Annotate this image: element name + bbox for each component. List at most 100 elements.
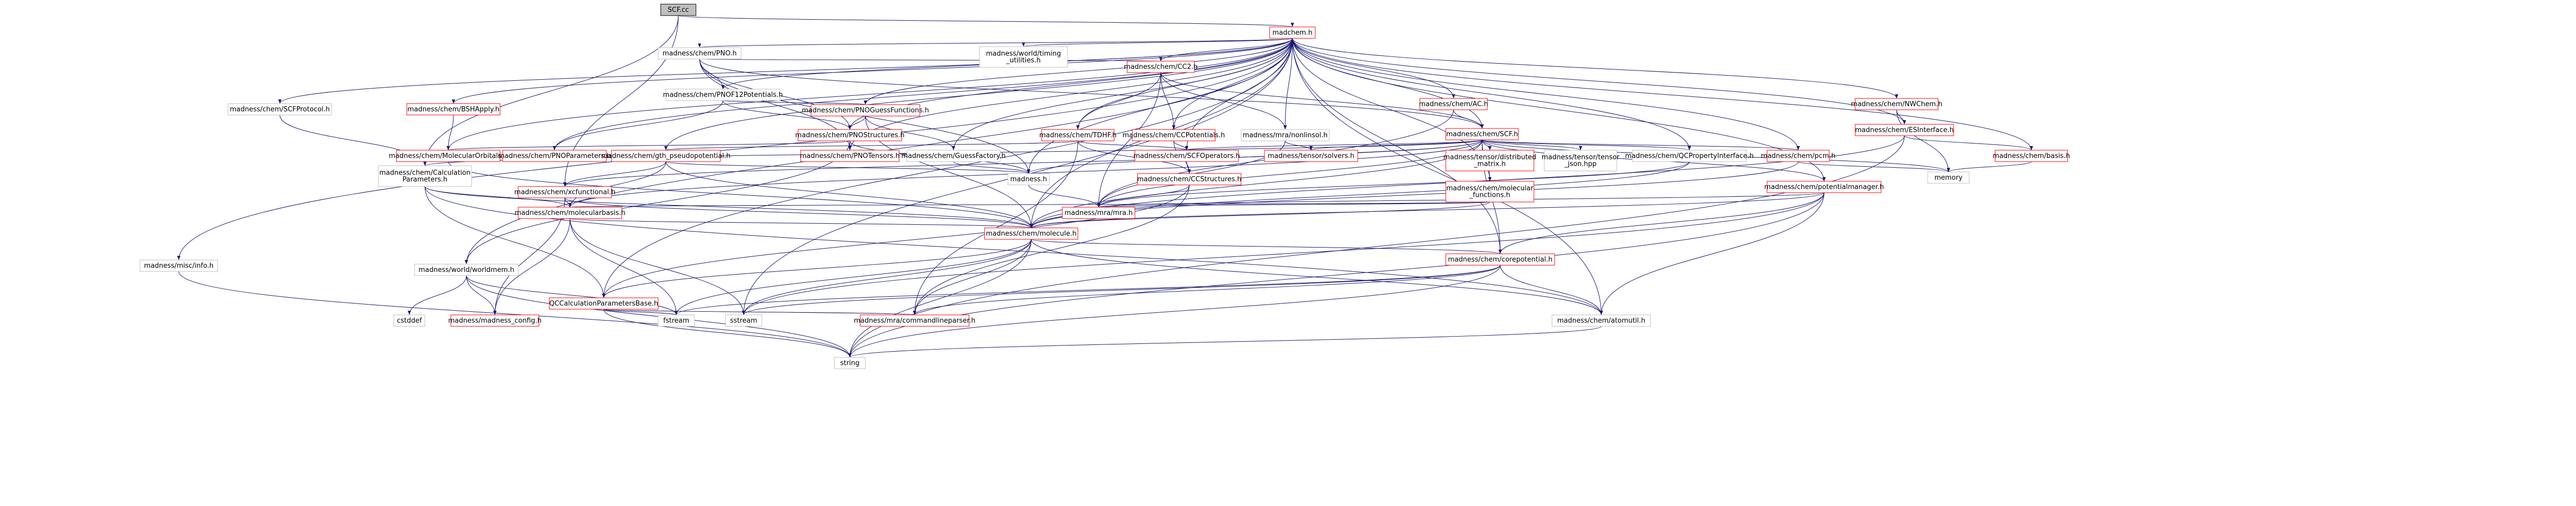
- edge-cc2-ccpot: [1160, 72, 1176, 130]
- node-xcfunc[interactable]: madness/chem/xcfunctional.h: [514, 186, 616, 198]
- node-mra[interactable]: madness/mra/mra.h: [1062, 207, 1135, 219]
- node-molbasis[interactable]: madness/chem/molecularbasis.h: [515, 207, 625, 219]
- node-basis[interactable]: madness/chem/basis.h: [1993, 150, 2070, 162]
- node-scfproto[interactable]: madness/chem/SCFProtocol.h: [227, 103, 332, 115]
- node-box: [1544, 150, 1617, 171]
- node-pcm[interactable]: madness/chem/pcm.h: [1761, 150, 1835, 162]
- node-pno-h[interactable]: madness/chem/PNO.h: [658, 47, 742, 60]
- node-memory[interactable]: memory: [1927, 171, 1970, 184]
- edge-chem_h-qccalc: [602, 38, 1293, 298]
- node-esinterface[interactable]: madness/chem/ESInterface.h: [1855, 124, 1954, 136]
- edge-chem_h-corepot: [1292, 38, 1502, 254]
- edge-gth-xcfunc: [563, 161, 666, 187]
- node-pnoguess[interactable]: madness/chem/PNOGuessFunctions.h: [802, 104, 929, 117]
- node-box: [984, 227, 1078, 240]
- node-sstream[interactable]: sstream: [725, 314, 762, 327]
- node-box: [834, 357, 866, 369]
- node-ac-h[interactable]: madness/chem/AC.h: [1419, 98, 1488, 110]
- edge-potmgr-string: [848, 192, 1825, 358]
- node-box: [611, 150, 721, 162]
- node-bshapply[interactable]: madness/chem/BSHApply.h: [406, 103, 501, 115]
- edge-chem_h-cc2: [1159, 38, 1293, 62]
- include-nodes: SCF.ccmadchem.hmadness/world/timing_util…: [139, 4, 2070, 369]
- node-pnoparam[interactable]: madness/chem/PNOParameters.h: [498, 150, 611, 162]
- node-atomutil[interactable]: madness/chem/atomutil.h: [1552, 314, 1651, 327]
- node-label: madness/chem/ESInterface.h: [1855, 126, 1954, 134]
- node-fstream[interactable]: fstream: [658, 314, 695, 327]
- edge-tdhf-gth: [664, 140, 1078, 151]
- node-box: [139, 259, 218, 272]
- node-box: [518, 186, 612, 198]
- edge-pnof12-pnostruct: [722, 100, 852, 130]
- node-guessfac[interactable]: madness/chem/GuessFactory.h: [901, 150, 1006, 162]
- node-tensorjson[interactable]: madness/tensor/tensor_json.hpp: [1542, 150, 1620, 171]
- node-potmgr[interactable]: madness/chem/potentialmanager.h: [1764, 181, 1884, 193]
- node-nemotool[interactable]: madness/mra/nonlinsol.h: [1241, 129, 1330, 141]
- node-box: [1632, 150, 1747, 162]
- node-box: [1137, 173, 1242, 185]
- edge-chem_h-bshapply: [452, 38, 1293, 104]
- node-scfops[interactable]: madness/chem/SCFOperators.h: [1133, 150, 1240, 162]
- edge-scf_cc-chem_h: [678, 15, 1294, 27]
- node-label: madchem.h: [1272, 29, 1312, 37]
- edge-molecule-sstream: [742, 239, 1032, 315]
- node-nwchem[interactable]: madness/chem/NWChem.h: [1851, 98, 1942, 110]
- edge-gth-molbasis: [568, 161, 666, 208]
- edge-nwchem-memory: [1896, 109, 1951, 172]
- node-box: [1445, 128, 1519, 140]
- node-config[interactable]: madness/madness_config.h: [448, 314, 542, 327]
- node-misc-info[interactable]: madness/misc/info.h: [139, 259, 218, 272]
- node-label: madness/chem/corepotential.h: [1448, 256, 1553, 264]
- node-box: [1062, 207, 1135, 219]
- node-cstddef[interactable]: cstddef: [393, 314, 425, 327]
- node-label: memory: [1934, 174, 1963, 182]
- node-string[interactable]: string: [834, 357, 866, 369]
- node-box: [1445, 181, 1534, 203]
- node-tdhf[interactable]: madness/chem/TDHF.h: [1040, 129, 1117, 141]
- node-label: madness/chem/PNOGuessFunctions.h: [802, 107, 929, 114]
- edge-worldmem-fstream: [466, 275, 678, 315]
- node-corepot[interactable]: madness/chem/corepotential.h: [1445, 253, 1555, 266]
- node-label: madness/chem/MolecularOrbitals.h: [389, 152, 508, 160]
- node-pnotens[interactable]: madness/chem/PNOTensors.h: [800, 150, 900, 162]
- node-label: fstream: [663, 317, 689, 325]
- node-box: [1767, 150, 1830, 162]
- node-timing[interactable]: madness/world/timing_utilities.h: [979, 46, 1068, 68]
- node-scf-h[interactable]: madness/chem/SCF.h: [1445, 128, 1519, 140]
- node-ccpot[interactable]: madness/chem/CCPotentials.h: [1122, 129, 1225, 141]
- node-tensorsolvers[interactable]: madness/tensor/solvers.h: [1264, 150, 1358, 162]
- node-worldmem[interactable]: madness/world/worldmem.h: [414, 264, 519, 276]
- node-label: madness/chem/gth_pseudopotential.h: [601, 152, 730, 160]
- node-qccalc[interactable]: QCCalculationParametersBase.h: [549, 297, 659, 310]
- node-ccstruct[interactable]: madness/chem/CCStructures.h: [1137, 173, 1242, 185]
- node-box: [665, 89, 780, 101]
- node-label: madness/chem/molecular: [1446, 184, 1534, 192]
- node-calcparam[interactable]: madness/chem/CalculationParameters.h: [378, 165, 472, 187]
- edge-bshapply-molorb: [446, 114, 454, 151]
- node-madness-h[interactable]: madness.h: [1007, 173, 1050, 185]
- node-box: [1552, 314, 1651, 327]
- node-box: [658, 314, 695, 327]
- node-box: [406, 103, 501, 115]
- node-label: madness/chem/GuessFactory.h: [901, 152, 1005, 160]
- edge-potmgr-molecule: [1030, 192, 1825, 228]
- node-box: [1445, 253, 1555, 266]
- node-tensordist[interactable]: madness/tensor/distributed_matrix.h: [1443, 150, 1536, 171]
- edge-calcparam-qccalc: [424, 186, 606, 298]
- edge-madness_h-mra: [1028, 184, 1101, 208]
- node-box: [502, 150, 607, 162]
- node-qcprop[interactable]: madness/chem/QCPropertyInterface.h: [1625, 150, 1754, 162]
- node-molfunc[interactable]: madness/chem/molecular_functions.h: [1445, 181, 1534, 203]
- edge-esinterface-string: [848, 135, 1905, 358]
- node-pnof12[interactable]: madness/chem/PNOF12Potentials.h: [663, 89, 783, 101]
- node-gth[interactable]: madness/chem/gth_pseudopotential.h: [601, 150, 731, 162]
- node-molecule[interactable]: madness/chem/molecule.h: [984, 227, 1078, 240]
- node-cmdparser[interactable]: madness/mra/commandlineparser.h: [854, 314, 976, 327]
- node-box: [1855, 98, 1939, 110]
- edge-calcparam-molecule: [424, 186, 1033, 228]
- include-edges: [177, 15, 2033, 358]
- node-molorb[interactable]: madness/chem/MolecularOrbitals.h: [389, 150, 508, 162]
- node-pnostruct[interactable]: madness/chem/PNOStructures.h: [795, 129, 905, 141]
- node-chem-h[interactable]: madchem.h: [1269, 26, 1316, 39]
- node-cc2[interactable]: madness/chem/CC2.h: [1124, 61, 1198, 73]
